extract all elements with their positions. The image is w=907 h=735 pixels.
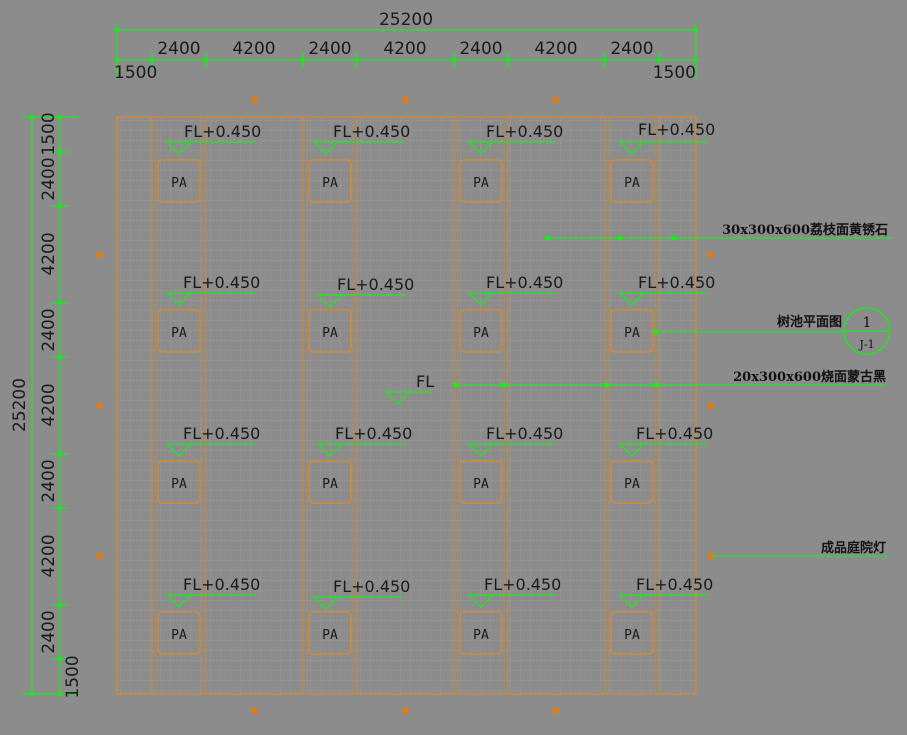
planter-label: PA [171, 176, 187, 191]
planter-label: PA [171, 477, 187, 492]
planter-level-label: FL+0.450 [486, 273, 563, 292]
planter-level-label: FL+0.450 [333, 122, 410, 141]
planter-label: PA [624, 176, 640, 191]
left-dim-seg-4: 2400 [39, 308, 59, 351]
planter-2-1: PA FL+0.450 [157, 273, 260, 353]
left-dim-seg-8: 2400 [39, 610, 59, 653]
planter-label: PA [473, 628, 489, 643]
top-dim-seg-6: 4200 [534, 39, 577, 59]
planter-4-1: PA FL+0.450 [157, 575, 260, 655]
planter-level-label: FL+0.450 [183, 424, 260, 443]
planter-1-2: PA FL+0.450 [308, 122, 410, 203]
planter-level-label: FL+0.450 [183, 273, 260, 292]
planter-level-label: FL+0.450 [636, 575, 713, 594]
planter-1-4: PA FL+0.450 [610, 120, 715, 203]
planter-row-3: PA FL+0.450 PA FL+0.450 PA FL+0.450 [157, 424, 713, 504]
planter-2-4: PA FL+0.450 [610, 273, 715, 353]
annotation-garden-light: 成品庭院灯 [821, 540, 886, 556]
planter-3-2: PA FL+0.450 [308, 424, 412, 504]
left-total-dimension: 25200 [10, 378, 30, 432]
planter-4-4: PA FL+0.450 [610, 575, 713, 655]
left-dim-seg-7: 4200 [39, 534, 59, 577]
top-dim-seg-3: 2400 [308, 39, 351, 59]
planter-label: PA [624, 628, 640, 643]
planter-label: PA [322, 628, 338, 643]
planter-label: PA [322, 477, 338, 492]
planter-level-label: FL+0.450 [638, 120, 715, 139]
annotation-tree-pool-plan: 树池平面图 [777, 314, 842, 330]
planter-level-label: FL+0.450 [486, 424, 563, 443]
left-dim-seg-2: 2400 [39, 157, 59, 200]
detail-callout: 1 J-1 [843, 307, 891, 355]
planter-3-1: PA FL+0.450 [157, 424, 260, 504]
annotation-burnt-paving: 20x300x600烧面蒙古黑 [733, 369, 886, 385]
planter-label: PA [171, 326, 187, 341]
top-dim-seg-7: 2400 [610, 39, 653, 59]
top-dim-seg-5: 2400 [459, 39, 502, 59]
annotation-leaders [453, 235, 892, 557]
planter-label: PA [624, 477, 640, 492]
left-dim-seg-3: 4200 [39, 232, 59, 275]
top-dim-seg-1: 2400 [157, 39, 200, 59]
planter-level-label: FL+0.450 [184, 122, 261, 141]
planter-level-label: FL+0.450 [638, 273, 715, 292]
planter-label: PA [473, 176, 489, 191]
planter-row-1: PA FL+0.450 PA FL+0.450 PA FL+0.450 [157, 120, 715, 203]
annotation-stone-paving: 30x300x600荔枝面黄锈石 [722, 222, 888, 238]
planter-label: PA [322, 176, 338, 191]
planter-row-4: PA FL+0.450 PA FL+0.450 PA FL+0.450 [157, 575, 713, 655]
planter-label: PA [624, 326, 640, 341]
planter-label: PA [171, 628, 187, 643]
garden-light-markers [97, 97, 714, 714]
planter-2-3: PA FL+0.450 [459, 273, 563, 353]
planter-label: PA [473, 326, 489, 341]
left-dimension-ticks [30, 115, 62, 696]
planter-level-label: FL+0.450 [636, 424, 713, 443]
planter-1-1: PA FL+0.450 [157, 122, 261, 203]
planter-3-3: PA FL+0.450 [459, 424, 563, 504]
top-dim-seg-4: 4200 [383, 39, 426, 59]
top-dim-left-edge: 1500 [114, 63, 157, 83]
planter-4-2: PA FL+0.450 [308, 577, 410, 655]
planter-1-3: PA FL+0.450 [459, 122, 563, 203]
floor-level-marker: FL [384, 372, 434, 405]
planter-label: PA [473, 477, 489, 492]
planter-level-label: FL+0.450 [333, 577, 410, 596]
top-dim-seg-2: 4200 [232, 39, 275, 59]
planter-level-label: FL+0.450 [484, 575, 561, 594]
planter-3-4: PA FL+0.450 [610, 424, 713, 504]
detail-callout-sheet: J-1 [858, 338, 874, 351]
left-dimensions [22, 116, 78, 695]
top-dimension-ticks [115, 28, 698, 62]
left-dim-seg-5: 4200 [39, 383, 59, 426]
planter-row-2: PA FL+0.450 PA FL+0.450 PA FL+0.450 [157, 273, 715, 353]
floor-level-label: FL [416, 372, 434, 391]
top-total-dimension: 25200 [379, 10, 433, 30]
left-dim-seg-9: 1500 [63, 655, 83, 698]
planter-2-2: PA FL+0.450 [308, 275, 414, 353]
planter-level-label: FL+0.450 [335, 424, 412, 443]
planter-label: PA [322, 326, 338, 341]
detail-callout-number: 1 [863, 315, 872, 331]
planter-level-label: FL+0.450 [183, 575, 260, 594]
plaza-boundary [116, 116, 697, 695]
left-dim-seg-1: 1500 [39, 112, 59, 155]
left-dim-seg-6: 2400 [39, 459, 59, 502]
planter-level-label: FL+0.450 [486, 122, 563, 141]
planter-level-label: FL+0.450 [337, 275, 414, 294]
planter-4-3: PA FL+0.450 [459, 575, 561, 655]
planter-strips [151, 116, 660, 695]
top-dim-right-edge: 1500 [653, 63, 696, 83]
